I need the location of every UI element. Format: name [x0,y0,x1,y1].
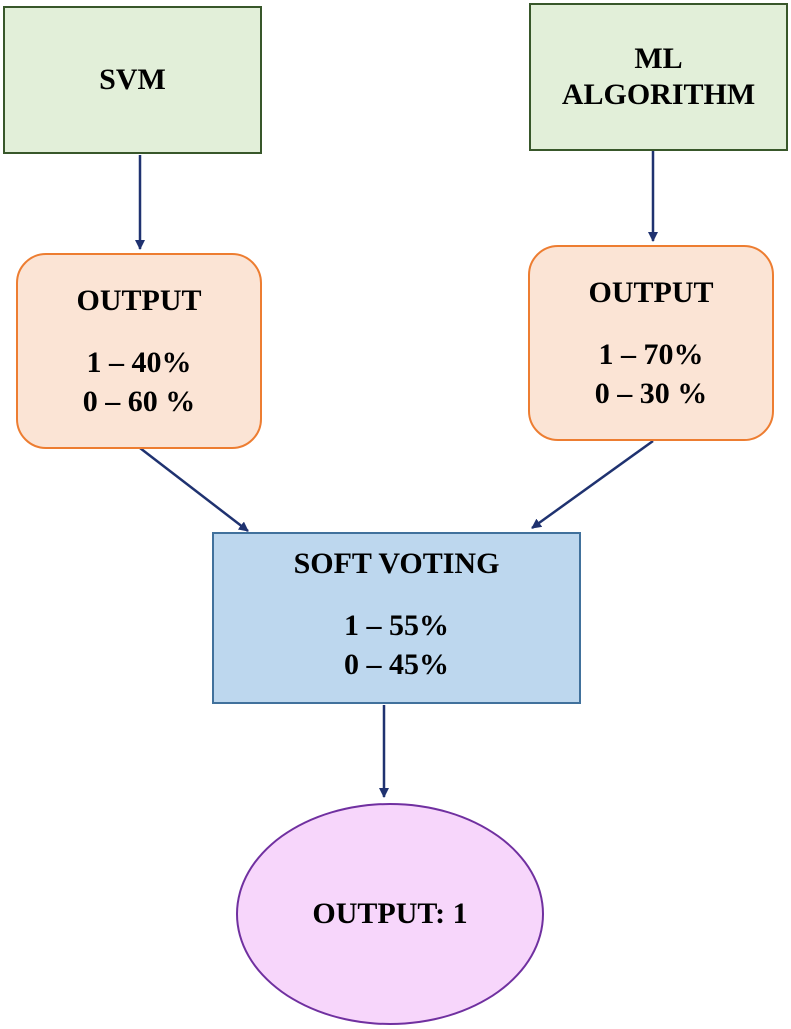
ml-algorithm-label-line2: ALGORITHM [561,78,756,111]
soft-voting-box: SOFT VOTING 1 – 55% 0 – 45% [212,532,581,704]
ml-output-class1: 1 – 70% [598,338,704,371]
arrow-ml-output-to-voting [531,439,654,530]
arrow-svm-output-to-voting [139,447,249,532]
svm-output-class0: 0 – 60 % [82,385,196,418]
svm-model-label: SVM [99,63,166,96]
svm-output-title: OUTPUT [76,284,202,317]
svm-model-box: SVM [3,6,262,154]
svm-output-class1: 1 – 40% [86,346,192,379]
ml-algorithm-label-line1: ML [634,42,683,75]
final-output-label: OUTPUT: 1 [312,897,468,930]
soft-voting-title: SOFT VOTING [293,547,500,580]
ml-algorithm-box: ML ALGORITHM [529,3,788,151]
ml-output-title: OUTPUT [588,276,714,309]
svm-output-box: OUTPUT 1 – 40% 0 – 60 % [16,253,262,449]
final-output-oval: OUTPUT: 1 [236,803,544,1025]
ml-output-box: OUTPUT 1 – 70% 0 – 30 % [528,245,774,441]
soft-voting-class1: 1 – 55% [344,609,449,642]
ml-output-class0: 0 – 30 % [594,377,708,410]
soft-voting-class0: 0 – 45% [344,648,449,681]
